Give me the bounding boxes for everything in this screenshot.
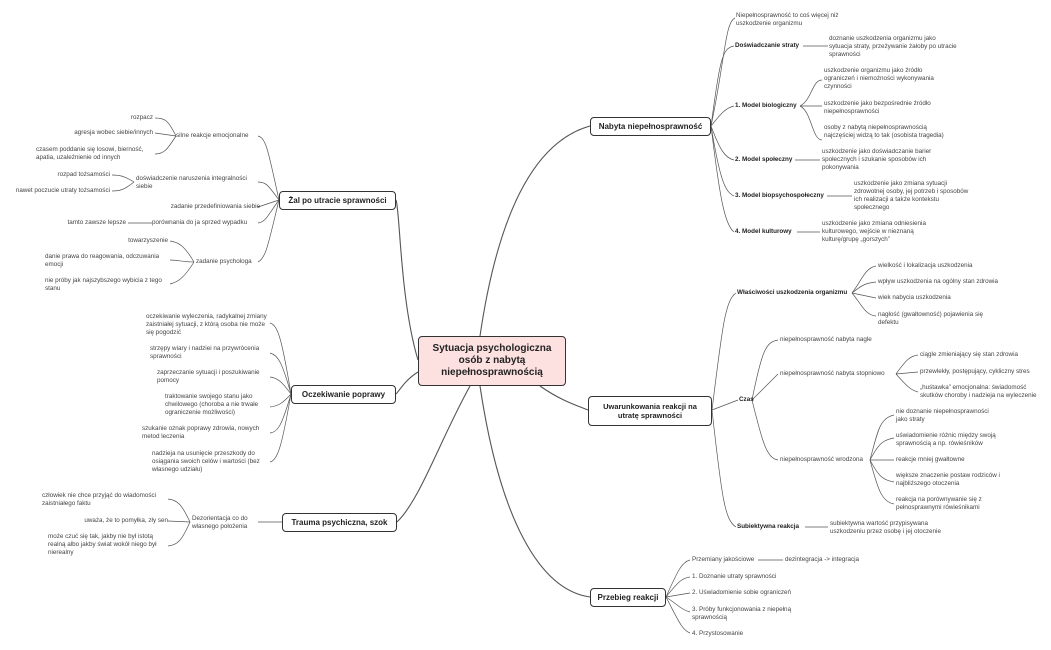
subtopic-label: zadanie psychologa [196,258,252,265]
leaf-text: wielkość i lokalizacja uszkodzenia [878,262,973,269]
leaf-text: nawet poczucie utraty tożsamości [15,187,110,194]
subtopic-label: 1. Model biologiczny [735,102,797,109]
leaf-text: nie doznanie niepełnosprawności jako str… [896,408,989,423]
leaf-text: większe znaczenie postaw rodziców i najb… [896,472,1000,487]
leaf-text: uszkodzenie jako doświadczanie barier sp… [822,148,932,171]
leaf-text: 1. Doznanie utraty sprawności [692,573,777,580]
leaf-text: 2. Uświadomienie sobie ograniczeń [692,589,792,596]
branch-trauma[interactable]: Trauma psychiczna, szok [282,513,397,532]
leaf-text: reakcja na porównywanie się z pełnospraw… [896,496,982,511]
branch-nabyta[interactable]: Nabyta niepełnosprawność [590,117,711,136]
leaf-text: wiek nabycia uszkodzenia [878,294,951,301]
leaf-text: strzępy wiary i nadziei na przywrócenia … [150,345,260,360]
leaf-text: zaprzeczanie sytuacji i poszukiwanie pom… [157,369,260,384]
leaf-text: 3. Próby funkcjonowania z niepełną spraw… [692,606,792,621]
leaf-text: uszkodzenie jako bezpośrednie źródło nie… [824,100,931,115]
subtopic-label: 4. Model kulturowy [735,228,792,235]
leaf-text: przewlekły, postępujący, cykliczny stres [920,368,1030,375]
leaf-text: ciągle zmieniający się stan zdrowia [920,351,1018,358]
leaf-text: uważa, że to pomyłka, zły sen [84,517,168,524]
leaf-text: rozpad tożsamości [57,171,111,178]
subtopic-label: Dezorientacja co do własnego położenia [192,515,248,530]
leaf-text: reakcje mniej gwałtowne [896,456,965,463]
leaf-text: człowiek nie chce przyjąć do wiadomości … [42,492,157,507]
leaf-text: „huśtawka” emocjonalna: świadomość skutk… [920,384,1037,399]
leaf-text: doznanie uszkodzenia organizmu jako sytu… [829,35,957,58]
leaf-text: oczekiwanie wyleczenia, radykalnej zmian… [146,313,267,336]
leaf-text: subiektywna wartość przypisywana uszkodz… [830,520,941,535]
subtopic-label: 3. Model biopsychospołeczny [735,192,824,199]
leaf-text: rozpacz [130,114,153,121]
leaf-text: niepełnosprawność nabyta nagle [780,336,872,343]
branch-przebieg[interactable]: Przebieg reakcji [590,588,666,607]
leaf-text: nadzieja na usunięcie przeszkody do osią… [152,450,260,473]
leaf-text: tamto zawsze lepsze [67,219,126,226]
leaf-text: danie prawa do reagowania, odczuwania em… [45,253,160,268]
leaf-text: agresja wobec siebie/innych [74,129,153,136]
central-topic: Sytuacja psychologiczna osób z nabytą ni… [418,336,566,386]
subtopic-label: silne reakcje emocjonalne [176,132,249,139]
subtopic-label: porównania do ja sprzed wypadku [152,219,248,226]
leaf-text: uświadomienie różnic między swoją sprawn… [896,432,996,447]
leaf-text: dezintegracja -> integracja [785,556,860,563]
leaf-text: nagłość (gwałtowność) pojawienia się def… [878,311,984,326]
subtopic-label: Doświadczanie straty [735,42,800,49]
leaf-text: 4. Przystosowanie [692,630,744,637]
branch-zal[interactable]: Żal po utracie sprawności [279,191,396,210]
leaf-text: może czuć się tak, jakby nie był istotą … [48,533,157,556]
leaf-text: uszkodzenie jako zmiana odniesienia kult… [822,220,926,243]
subtopic-label: 2. Model społeczny [735,156,793,163]
subtopic-label: Subiektywna reakcja [737,523,799,530]
leaf-text: osoby z nabytą niepełnosprawnością najcz… [824,124,944,139]
leaf-text: czasem poddanie się losowi, bierność, ap… [36,146,144,161]
branch-uwarunkowania[interactable]: Uwarunkowania reakcji na utratę sprawnoś… [588,396,712,426]
leaf-text: wpływ uszkodzenia na ogólny stan zdrowia [878,278,999,285]
leaf-text: traktowanie swojego stanu jako chwiloweg… [165,393,259,416]
leaf-text: uszkodzenie organizmu jako źródło ograni… [824,67,934,90]
leaf-text: Niepełnosprawność to coś więcej niż uszk… [736,12,839,27]
subtopic-label: doświadczenie naruszenia integralności s… [136,175,247,190]
branch-oczekiwanie[interactable]: Oczekiwanie poprawy [291,385,396,404]
leaf-text: niepełnosprawność nabyta stopniowo [780,370,885,377]
leaf-text: szukanie oznak poprawy zdrowia, nowych m… [142,425,260,440]
leaf-text: Przemiany jakościowe [692,556,755,563]
subtopic-label: Czas [739,396,754,403]
leaf-text: uszkodzenie jako zmiana sytuacji zdrowot… [854,180,969,211]
leaf-text: nie próby jak najszybszego wybicia z teg… [45,277,162,292]
leaf-text: niepełnosprawność wrodzona [780,456,863,463]
subtopic-label: Właściwości uszkodzenia organizmu [737,289,848,296]
leaf-text: zadanie przedefiniowania siebie [170,203,260,210]
leaf-text: towarzyszenie [128,237,168,244]
